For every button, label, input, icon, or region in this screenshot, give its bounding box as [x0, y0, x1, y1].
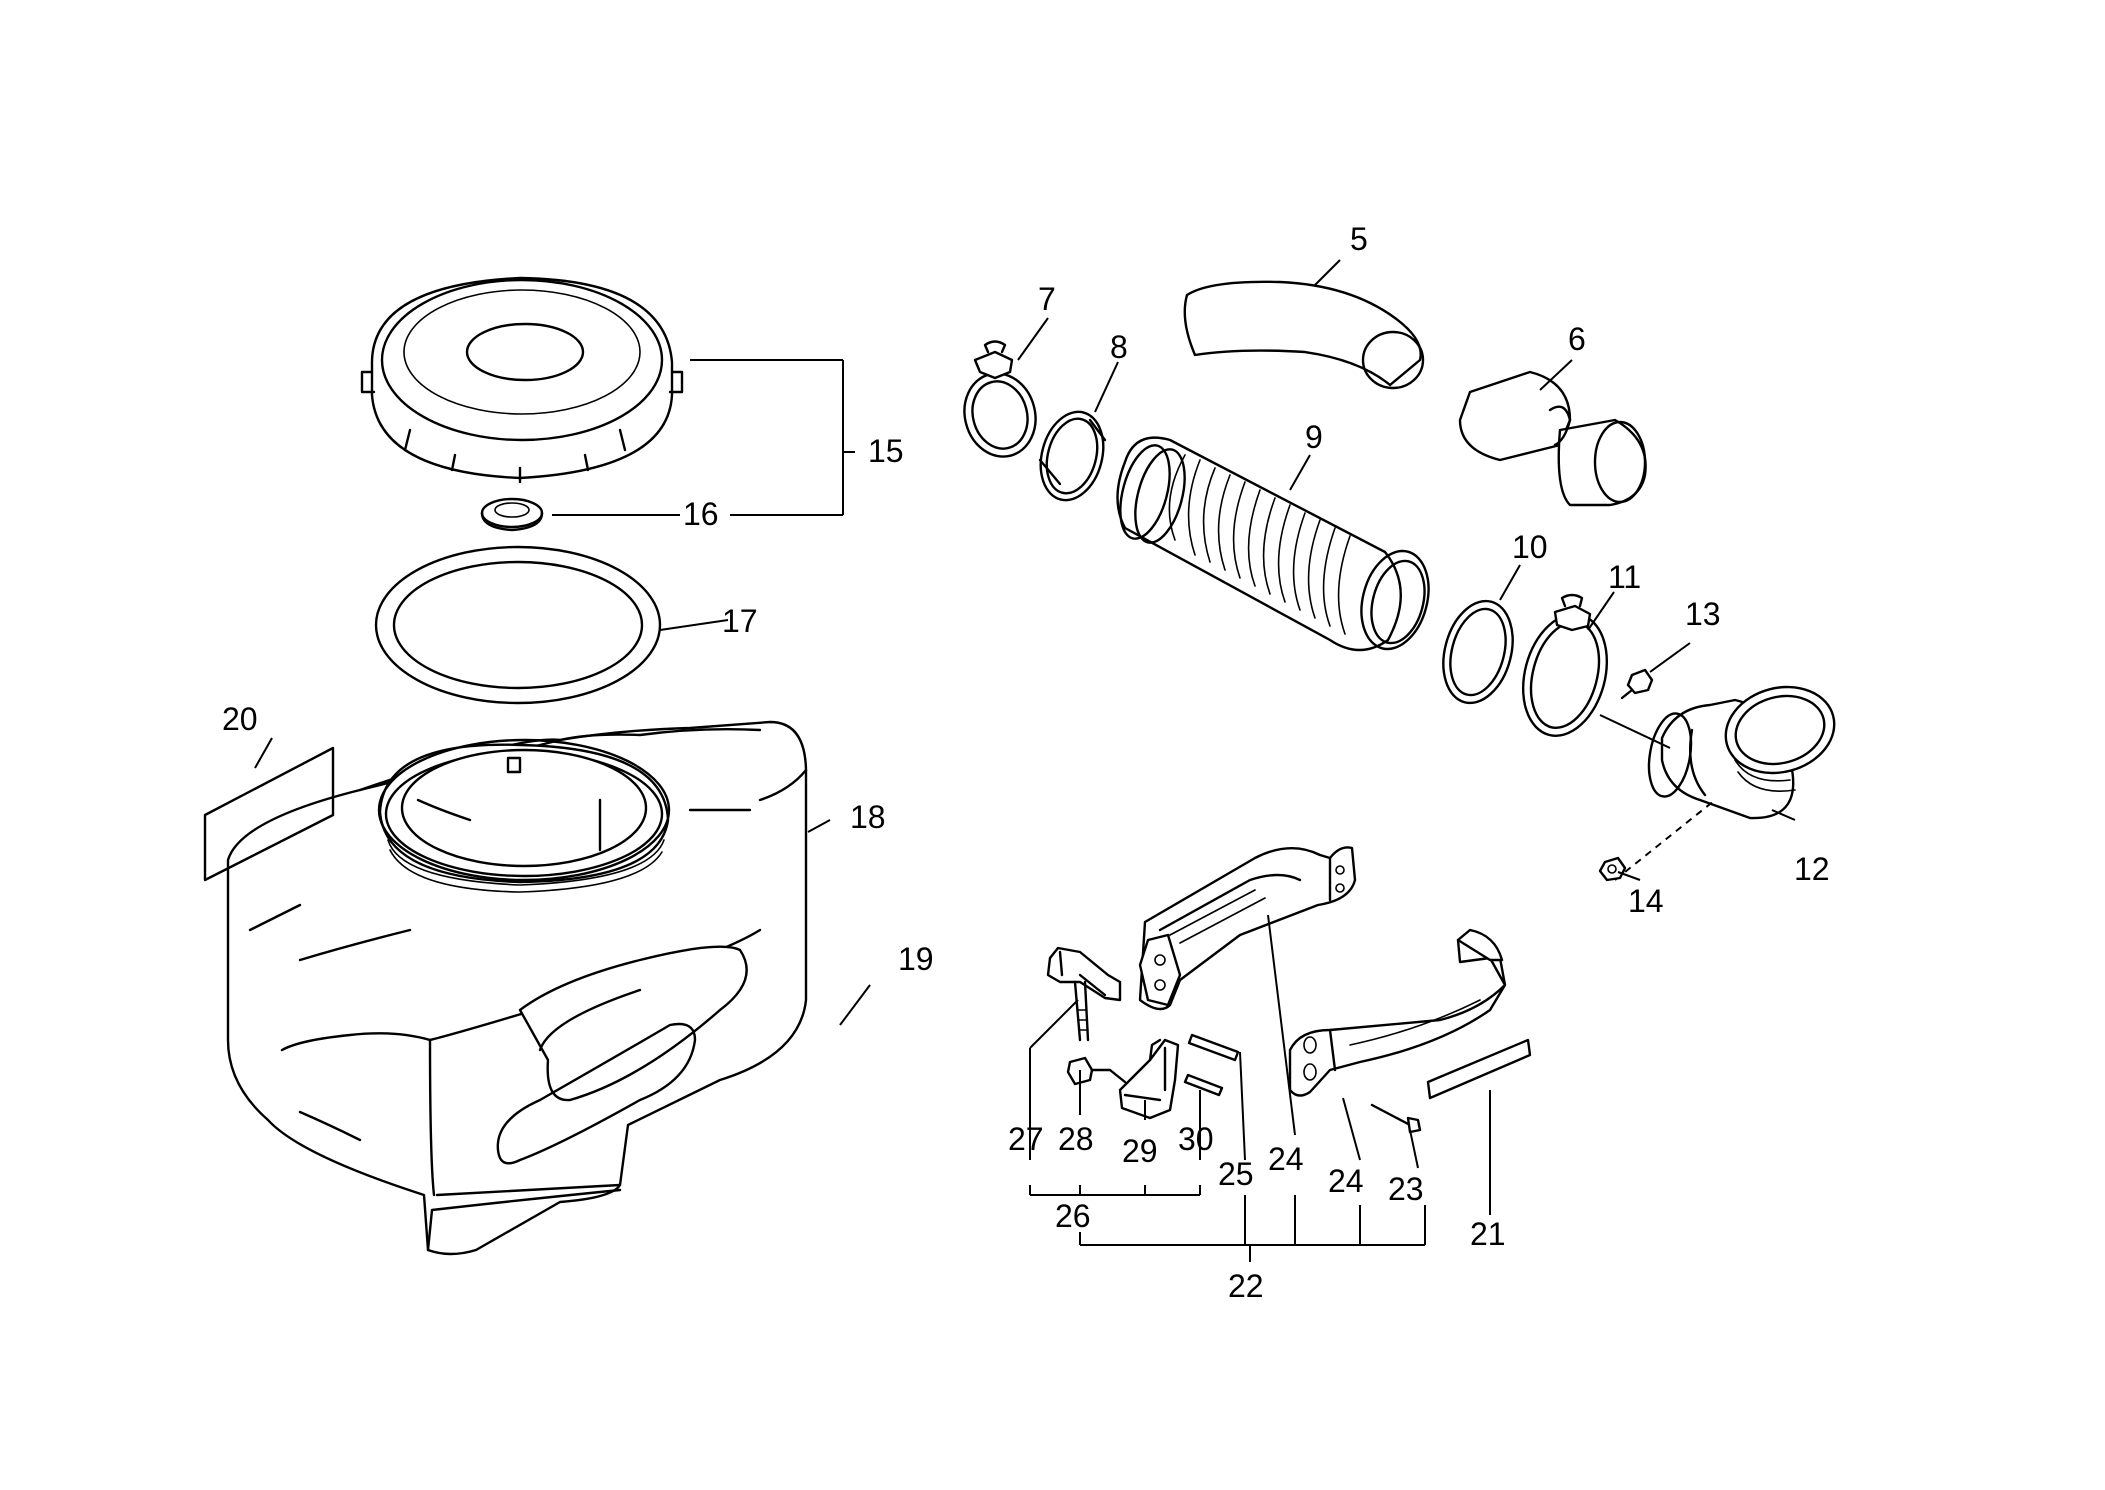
- callout-23: 23: [1388, 1171, 1424, 1207]
- callout-11: 11: [1608, 559, 1641, 595]
- corrugated-hose-part: [1116, 436, 1430, 652]
- tank-lid-part: [360, 276, 684, 484]
- buckle-part: [1118, 1038, 1180, 1120]
- callout-25: 25: [1218, 1156, 1254, 1192]
- callout-labels: 5 6 7 8 9 10 11 12 13 14 15 16 17 18 19 …: [222, 221, 1830, 1304]
- callout-24-upper: 24: [1268, 1141, 1304, 1177]
- callout-30: 30: [1178, 1121, 1214, 1157]
- bolt-part: [1370, 1103, 1422, 1134]
- hose-clamp-right-part: [1521, 593, 1609, 737]
- callout-7: 7: [1038, 281, 1056, 317]
- straight-pipe-part: [1458, 370, 1647, 507]
- callout-8: 8: [1110, 329, 1128, 365]
- strip-label-part: [1426, 1038, 1532, 1100]
- callout-21: 21: [1470, 1216, 1506, 1252]
- callout-27: 27: [1008, 1121, 1044, 1157]
- leader-lines: [254, 259, 1796, 1262]
- callout-22: 22: [1228, 1268, 1264, 1304]
- nut-part: [1598, 856, 1627, 882]
- callout-12: 12: [1794, 851, 1830, 887]
- callout-19: 19: [898, 941, 934, 977]
- harness-handle-lower-part: [1288, 928, 1507, 1097]
- callout-29: 29: [1122, 1133, 1158, 1169]
- callout-24-lower: 24: [1328, 1163, 1364, 1199]
- sleeve-ring-right-part: [1442, 599, 1514, 705]
- callout-18: 18: [850, 799, 886, 835]
- callout-6: 6: [1568, 321, 1586, 357]
- callout-9: 9: [1305, 419, 1323, 455]
- hook-bolt-part: [1046, 946, 1122, 1042]
- callout-20: 20: [222, 701, 258, 737]
- callout-16: 16: [683, 496, 719, 532]
- sleeve-ring-left-part: [1038, 410, 1107, 502]
- lid-cap-part: [480, 497, 544, 532]
- screw-part: [1620, 668, 1654, 700]
- callout-26: 26: [1055, 1198, 1091, 1234]
- pin-lower-part: [1183, 1073, 1224, 1097]
- callout-14: 14: [1628, 883, 1664, 919]
- callout-5: 5: [1350, 221, 1368, 257]
- callout-10: 10: [1512, 529, 1548, 565]
- tank-body-part: [226, 720, 808, 1256]
- gasket-ring-part: [374, 545, 662, 705]
- block-part: [1066, 1056, 1127, 1086]
- callout-15: 15: [868, 433, 904, 469]
- callout-28: 28: [1058, 1121, 1094, 1157]
- hose-clamp-left-part: [963, 340, 1037, 458]
- side-label-part: [496, 1022, 697, 1165]
- bent-tube-part: [1183, 280, 1425, 390]
- callout-17: 17: [722, 603, 758, 639]
- elbow-part: [1599, 685, 1836, 881]
- pin-upper-part: [1187, 1033, 1240, 1062]
- decal-part: [203, 746, 335, 882]
- harness-handle-upper-part: [1138, 846, 1357, 1011]
- callout-13: 13: [1685, 596, 1721, 632]
